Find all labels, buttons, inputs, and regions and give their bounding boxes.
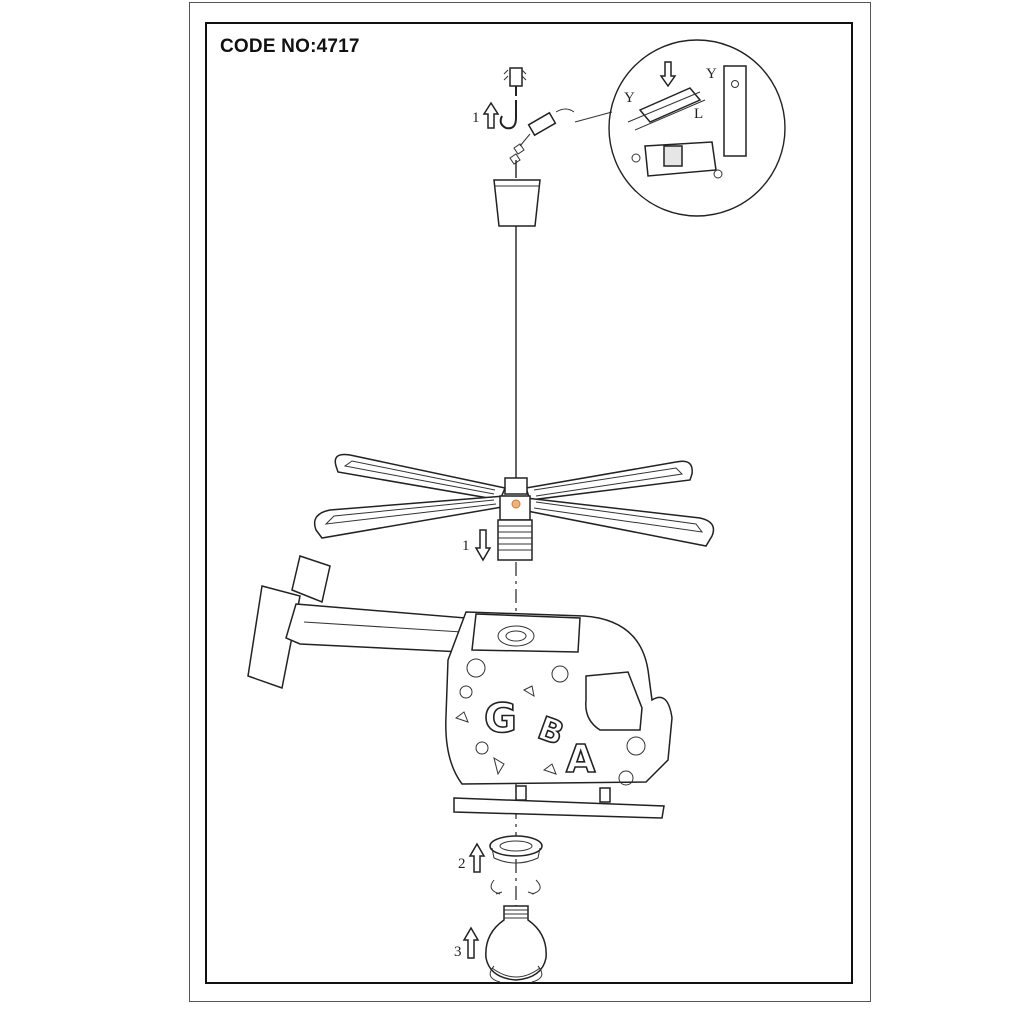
arrow-down-icon (474, 529, 492, 562)
ceiling-anchor (503, 67, 527, 96)
inset-arrow-down-icon (659, 61, 677, 88)
helicopter-letter-g: G (484, 696, 517, 742)
rotor-blades (313, 453, 715, 547)
step-number-1-top: 1 (472, 110, 480, 126)
rotate-icon (489, 965, 543, 983)
step-number-3: 3 (454, 944, 462, 960)
rotate-icon (490, 879, 541, 895)
code-number-label: CODE NO:4717 (220, 36, 360, 57)
ceiling-canopy (493, 179, 541, 227)
arrow-up-icon (482, 101, 500, 129)
inset-label-y-right: Y (706, 66, 717, 82)
ceiling-hook (499, 100, 517, 130)
step-number-1-socket: 1 (462, 538, 470, 554)
helicopter-body: G B A (247, 555, 673, 819)
lamp-socket (497, 495, 533, 561)
socket-ring (489, 835, 543, 864)
inner-frame (205, 22, 853, 984)
inset-label-l: L (694, 106, 703, 122)
step-number-2: 2 (458, 856, 466, 872)
light-bulb (485, 905, 547, 981)
inset-label-y-left: Y (624, 90, 635, 106)
arrow-up-icon (468, 842, 486, 873)
detail-inset: Y L Y (574, 39, 786, 217)
helicopter-letter-a: A (566, 737, 596, 781)
outer-frame (189, 2, 871, 1002)
arrow-up-icon (462, 926, 480, 959)
connector-chain (509, 108, 575, 178)
